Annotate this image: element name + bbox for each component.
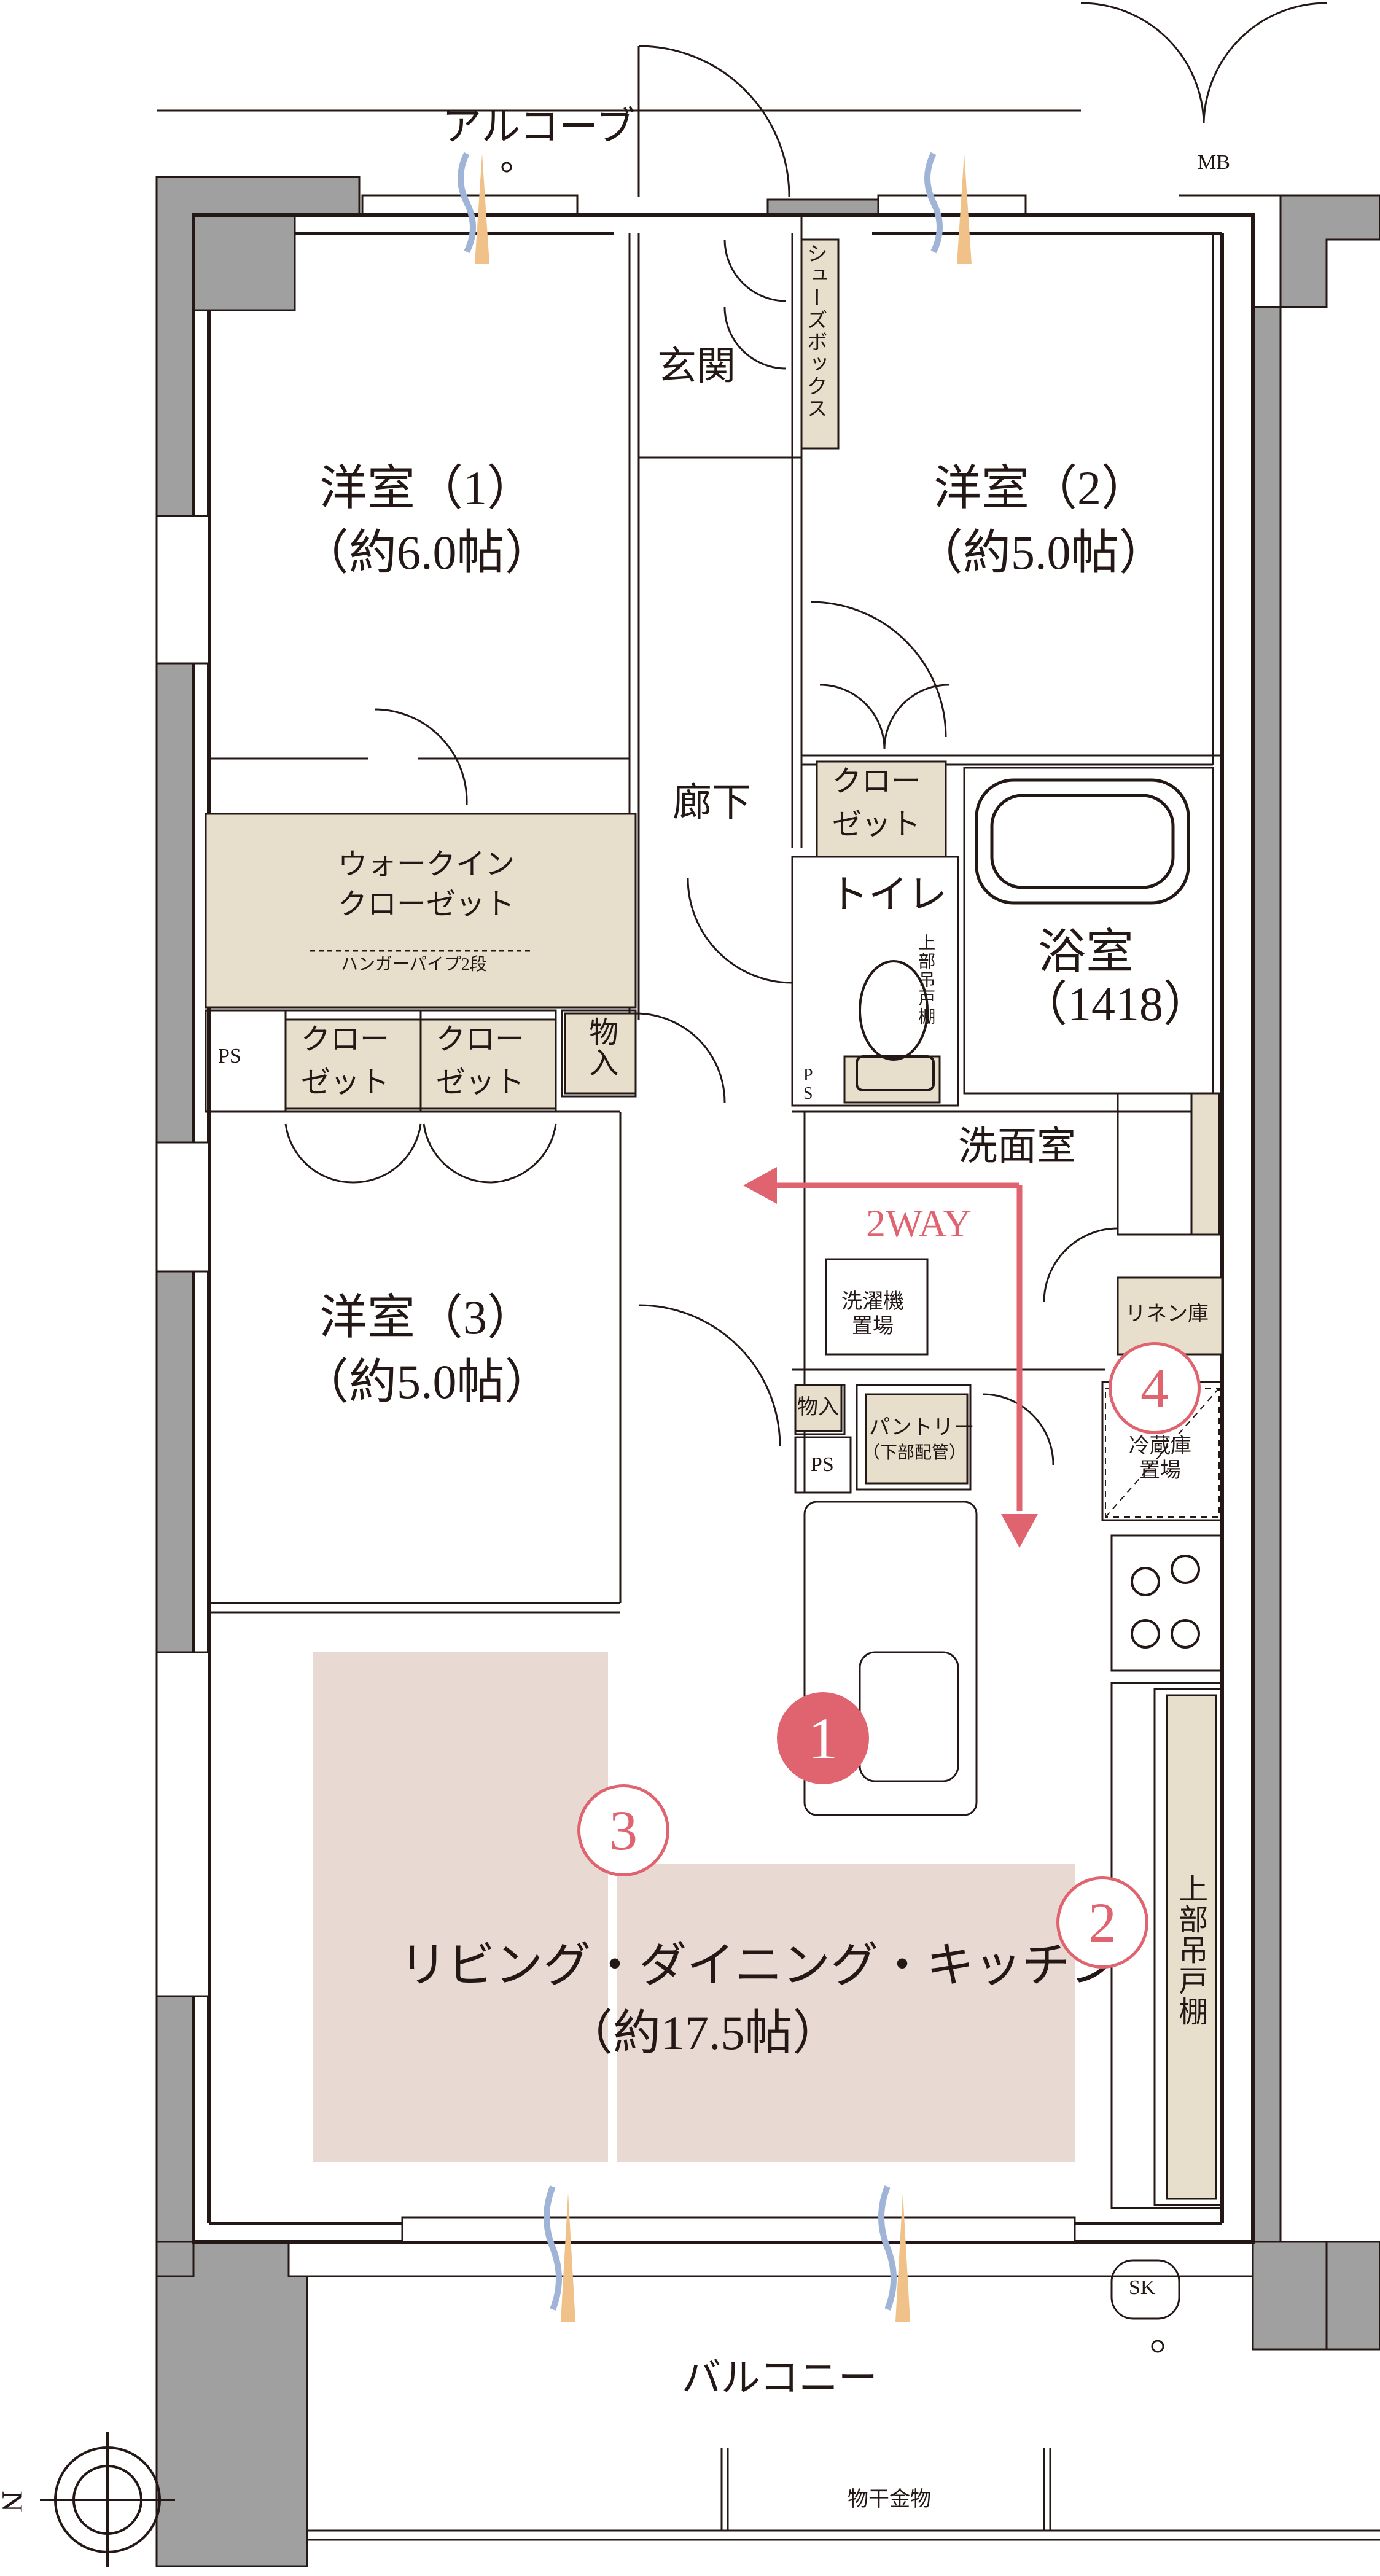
closet-b-bottom: ゼット xyxy=(436,1066,525,1099)
ps-split-top: P xyxy=(803,1066,813,1085)
genkan-label: 玄関 xyxy=(657,345,736,388)
sk-label: SK xyxy=(1129,2276,1156,2299)
room1-size: （約6.0帖） xyxy=(301,526,553,579)
washroom-label: 洗面室 xyxy=(958,1125,1076,1168)
washer-line2: 置場 xyxy=(852,1315,894,1338)
closet-a-top: クロー xyxy=(301,1023,390,1056)
storage-lower-label: 物入 xyxy=(797,1396,839,1419)
room1-name: 洋室（1） xyxy=(319,461,536,515)
exterior-walls xyxy=(155,176,1380,2567)
ldk-highlight xyxy=(313,1652,1075,2162)
north-label: N xyxy=(0,2491,29,2512)
fridge-line1: 冷蔵庫 xyxy=(1129,1435,1191,1458)
badge-2: 2 xyxy=(1056,1876,1148,1969)
breeze-markers xyxy=(458,152,972,2322)
badge-4: 4 xyxy=(1109,1342,1201,1434)
drying-label: 物干金物 xyxy=(848,2488,931,2511)
toilet-label: トイレ xyxy=(829,873,947,916)
wic-line2: クローゼット xyxy=(338,888,515,921)
room2-name: 洋室（2） xyxy=(934,461,1150,515)
pantry-line2: （下部配管） xyxy=(863,1443,967,1462)
accessories xyxy=(501,162,1180,2353)
bathtub xyxy=(975,778,1190,905)
badge-1: 1 xyxy=(777,1692,869,1784)
hallway-label: 廊下 xyxy=(672,781,751,824)
drying-posts xyxy=(720,2448,1051,2531)
ps-left-label: PS xyxy=(218,1045,241,1067)
mb-label: MB xyxy=(1198,151,1230,174)
doors xyxy=(284,2,1327,1466)
pantry-line1: パントリー xyxy=(869,1416,975,1439)
toilet-bowl xyxy=(856,960,935,1091)
closet-room2-top: クロー xyxy=(832,765,921,798)
two-way-label: 2WAY xyxy=(866,1201,972,1245)
ps-lower-label: PS xyxy=(811,1453,834,1476)
shoebox-label: シューズボックス xyxy=(803,243,827,420)
kitchen-upper-cabinet: 上部吊戸棚 xyxy=(1174,1873,1207,2027)
ldk-size: （約17.5帖） xyxy=(565,2006,841,2059)
storage-upper-label: 物入 xyxy=(584,1017,617,1078)
hanger-label: ハンガーパイプ2段 xyxy=(341,955,487,974)
bath-label: 浴室 xyxy=(1038,925,1134,978)
north-compass xyxy=(40,2432,175,2567)
room2-size: （約5.0帖） xyxy=(915,526,1167,579)
closet-fills xyxy=(205,238,1223,2200)
ps-split-bottom: S xyxy=(803,1084,813,1103)
badge-3: 3 xyxy=(577,1784,669,1876)
fridge-line2: 置場 xyxy=(1139,1459,1181,1482)
closet-b-top: クロー xyxy=(436,1023,525,1056)
linen-label: リネン庫 xyxy=(1125,1303,1209,1325)
room3-name: 洋室（3） xyxy=(319,1290,536,1344)
toilet-upper-cabinet: 上部吊戸棚 xyxy=(916,934,935,1026)
closet-a-bottom: ゼット xyxy=(301,1066,390,1099)
balcony-label: バルコニー xyxy=(682,2356,878,2400)
two-way-arrow xyxy=(743,1167,1038,1548)
washer-line1: 洗濯機 xyxy=(841,1290,904,1313)
stove-burners xyxy=(1131,1555,1200,1649)
bath-size: （1418） xyxy=(1019,977,1212,1031)
closet-room2-bottom: ゼット xyxy=(832,808,921,841)
ldk-name: リビング・ダイニング・キッチン xyxy=(399,1938,1118,1992)
alcove-label: アルコーブ xyxy=(442,105,636,149)
room3-size: （約5.0帖） xyxy=(301,1355,553,1408)
wic-line1: ウォークイン xyxy=(338,848,515,881)
